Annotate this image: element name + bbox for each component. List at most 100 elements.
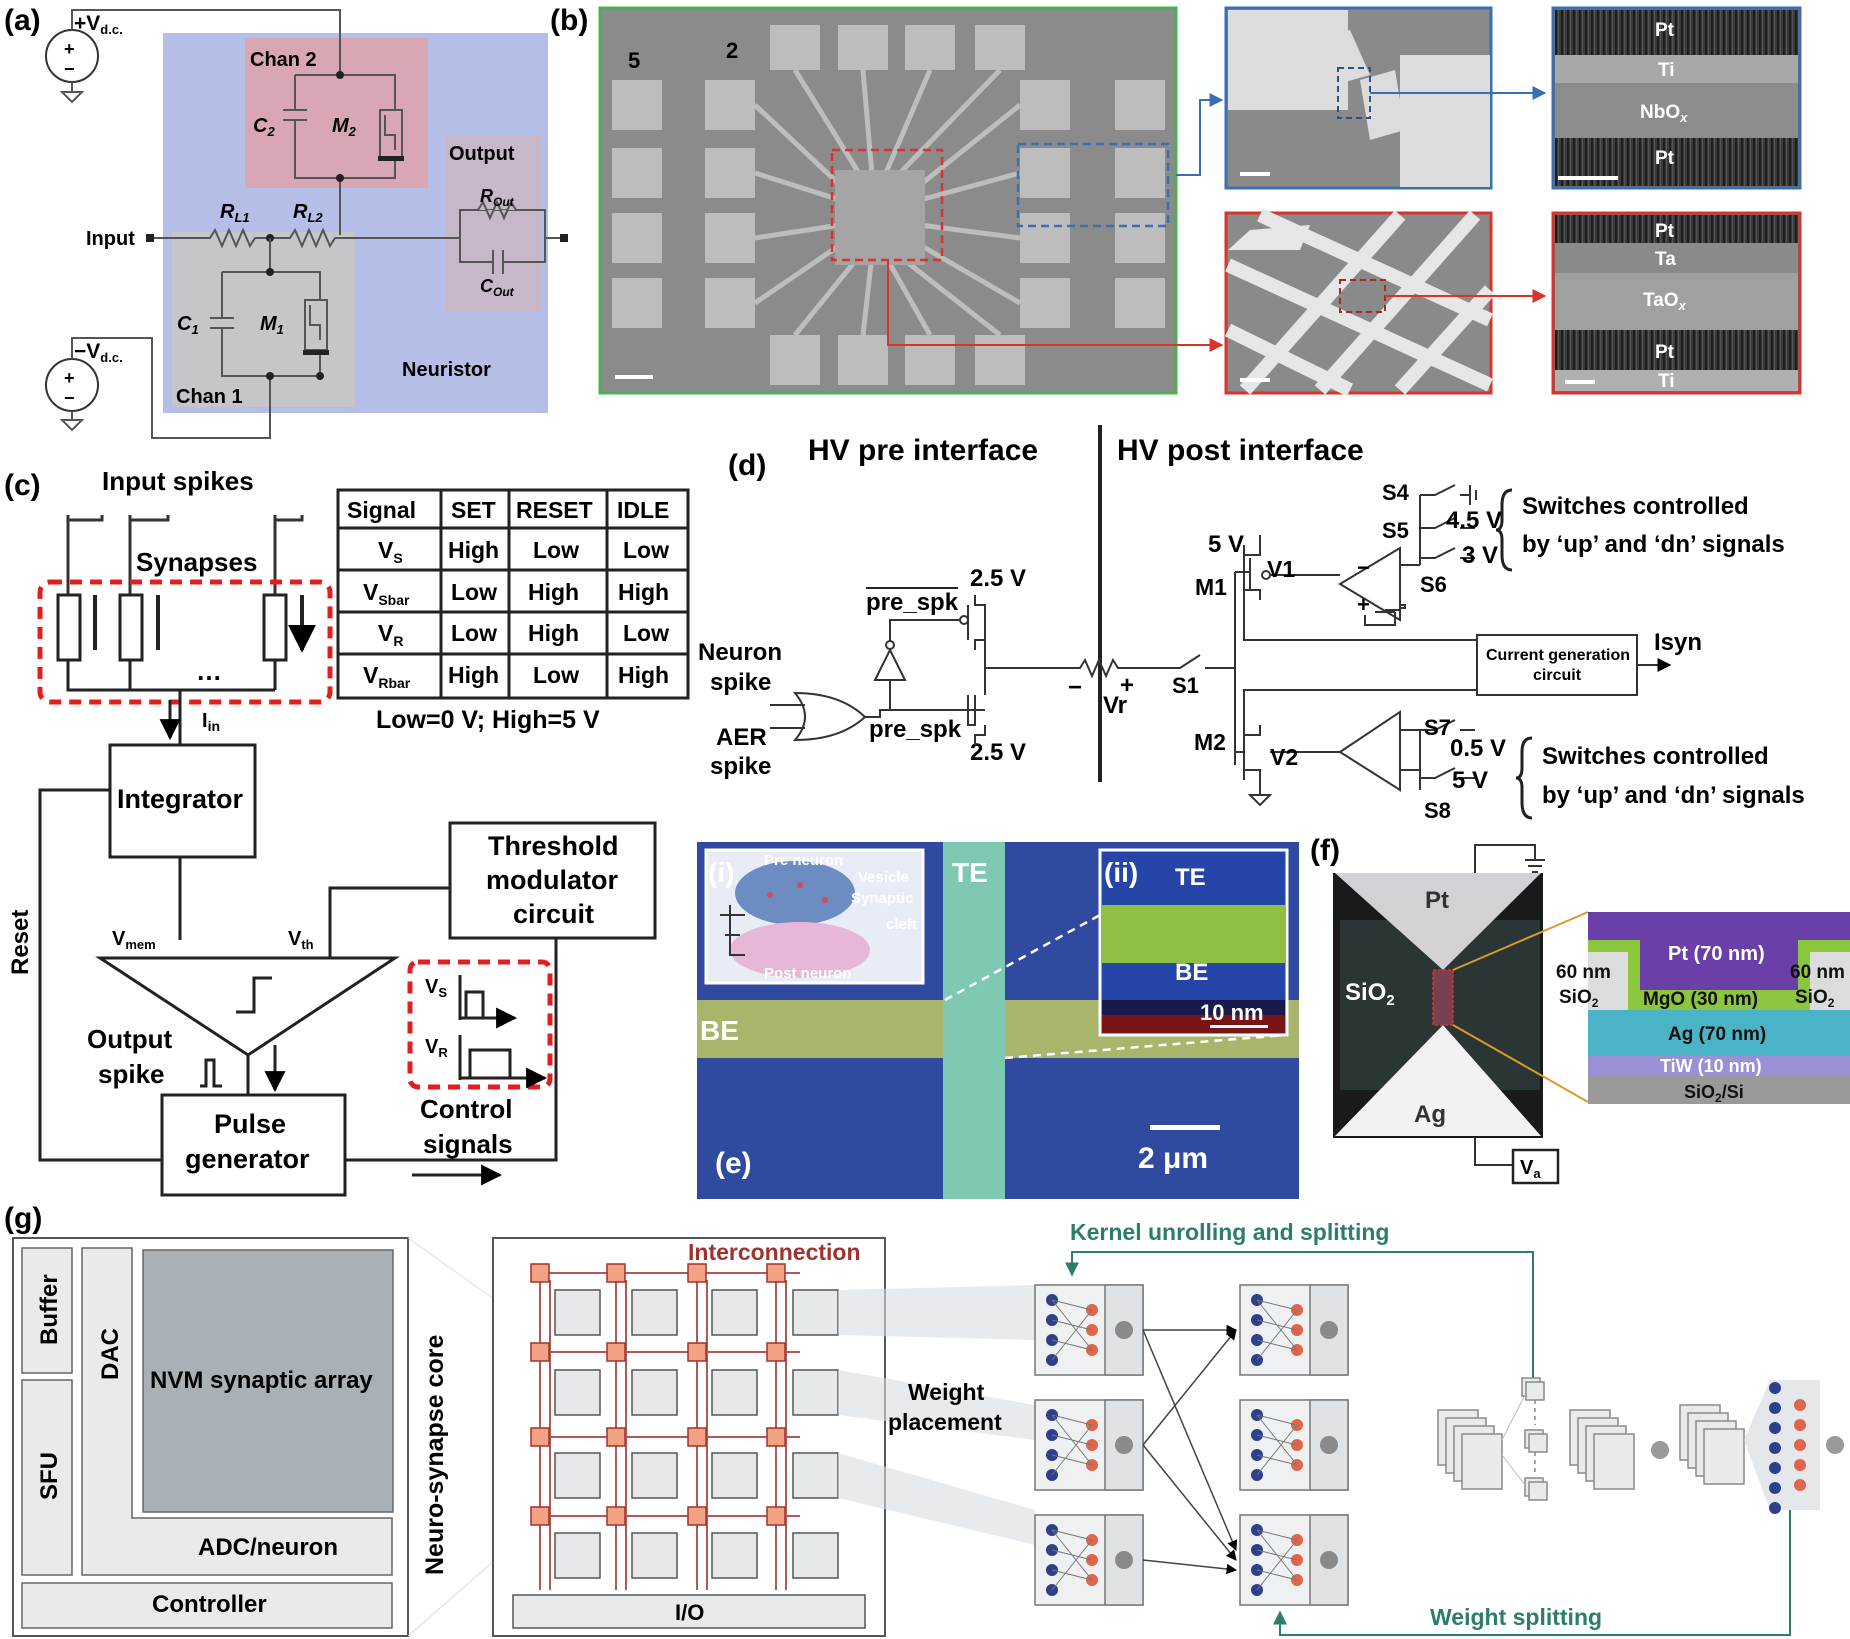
electrode-pads [612,25,1165,385]
table-cell: Low [623,537,669,563]
neuristor-label: Neuristor [402,359,491,381]
pt-electrode [1335,873,1541,970]
table-cell: High [528,620,579,646]
stack-mgo-right [1798,940,1850,952]
synapse-dots: … [196,656,222,686]
v5b-label: 5 V [1452,767,1488,794]
m2-label: M2 [1194,729,1226,755]
interconnection-label: Interconnection [688,1239,861,1265]
pulse-gen-line2: generator [185,1144,310,1174]
m1-label: M1 [260,313,284,337]
panel-a-label: (a) [4,4,41,37]
switches-bottom [1419,719,1475,790]
dac-block [81,1247,393,1576]
stack-mgo [1628,990,1810,1010]
stack-pt-body [1640,940,1798,990]
vdc-pos-label: +Vd.c. [74,12,123,37]
panel-c: (c) Input spikes Synapses … Iin Integrat… [4,466,690,1197]
weight-placement-line1: Weight [908,1379,985,1405]
controller-block [21,1582,393,1629]
chan1-label: Chan 1 [176,386,243,408]
c2-label: C2 [253,115,275,139]
stack-mgo-left [1588,940,1640,952]
panel-e-label: (e) [715,1147,752,1180]
vdc-neg-label: −Vd.c. [74,340,123,365]
threshold-line1: Threshold [488,831,619,861]
threshold-line3: circuit [513,899,594,929]
sfu-label: SFU [36,1452,63,1500]
pre-spk-bottom: pre_spk [869,716,962,743]
switch-note-top-line1: Switches controlled [1522,493,1749,520]
svg-text:−: − [64,388,75,408]
control-line2: signals [423,1129,513,1159]
sio2-label: SiO2 [1345,979,1395,1009]
s8-label: S8 [1424,798,1451,823]
output-spike-line2: spike [98,1059,165,1089]
current-gen-line1: Current generation [1486,647,1630,664]
blue-zoom-box [1016,142,1170,228]
stack-sio2-right-label: SiO2 [1795,987,1835,1010]
threshold-line2: modulator [486,865,618,895]
output-label: Output [449,143,515,165]
pt-label: Pt [1425,887,1449,914]
integrator-box [108,743,257,859]
io-bar [512,1594,866,1629]
table-cell: Low [623,620,669,646]
electrode-lines [753,68,1022,337]
svg-text:+: + [1357,592,1370,617]
inset-be-label: BE [1175,959,1208,986]
switch-note-bot-line1: Switches controlled [1542,743,1769,770]
mesh-tiles [554,1289,839,1579]
stack-mgo-label: MgO (30 nm) [1643,989,1758,1010]
panel-b: (b) 5 2 [550,4,1802,397]
stack-60nm-right: 60 nm [1790,962,1845,983]
post-neuron-label: Post neuron [764,965,852,982]
v5-label: 5 V [1208,531,1244,558]
opamp-top [1338,546,1401,622]
kernel-arrow [1065,1251,1534,1380]
panel-f-label: (f) [1310,834,1340,867]
tem-top-nbox: NbOx [1640,102,1688,125]
current-gen-box [1476,634,1638,696]
scale-10nm: 10 nm [1200,1000,1264,1025]
vs-label: VS [425,976,447,1000]
table-cell: High [618,662,669,688]
svg-text:−: − [64,59,75,79]
reset-label: Reset [7,910,34,975]
v25-top: 2.5 V [970,565,1026,592]
s7-label: S7 [1424,715,1451,740]
comparator [94,956,400,1057]
rl1-label: RL1 [220,201,250,225]
be-label: BE [700,1015,739,1046]
panel-d: (d) HV pre interface HV post interface N… [698,425,1805,823]
scale-2um: 2 μm [1138,1142,1208,1175]
stack-tiw [1588,1056,1850,1076]
pulse-generator-box [160,1093,347,1197]
vr-resistor [1060,657,1170,679]
rout-label: ROut [480,186,515,209]
tem-top-pt: Pt [1655,20,1675,41]
sem-num-2: 2 [726,38,738,63]
output-spike-line1: Output [87,1024,173,1054]
te-label: TE [952,857,988,888]
panel-c-label: (c) [4,469,41,502]
s5-label: S5 [1382,518,1409,543]
dac-label: DAC [97,1328,124,1380]
table-cell: High [448,662,499,688]
weight-splitting-arrow [1273,1510,1791,1636]
iin-label: Iin [202,710,220,734]
vr-label: Vr [1103,692,1127,719]
stack-pt-label: Pt (70 nm) [1668,943,1765,965]
sfu-block [21,1379,73,1576]
inset-i-label: (i) [708,857,734,888]
m2-label: M2 [332,115,357,139]
pre-neuron-label: Pre neuron [764,852,843,869]
chan2-box [245,38,428,188]
stack-sio2-left [1588,952,1628,1010]
table-cell: Low [451,579,497,605]
or-gate [792,691,867,742]
stack-ag-label: Ag (70 nm) [1668,1024,1766,1045]
stack-substrate-label: SiO2/Si [1684,1082,1744,1105]
panel-a: (a) + − +Vd.c. Chan 2 C2 M2 Input RL1 RL… [4,4,568,439]
threshold-box [448,821,657,940]
